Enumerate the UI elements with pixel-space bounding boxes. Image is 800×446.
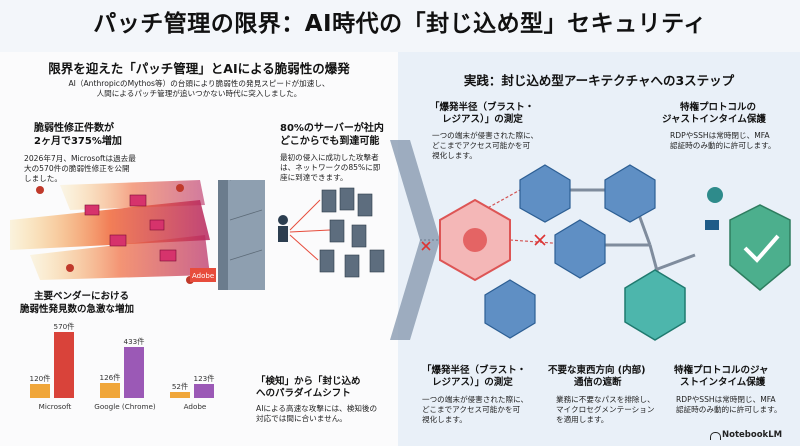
stat2-desc-2: は、ネットワークの85%に即 — [280, 163, 381, 172]
bottom3-title-1: 特権プロトコルのジャ — [674, 365, 769, 376]
bottom1-title-2: レジアス）」の測定 — [432, 377, 513, 388]
brick-wall — [218, 180, 265, 290]
step2-desc-2: 認証時のみ動的に許可します。 — [670, 141, 776, 150]
shield-check-icon — [729, 204, 791, 291]
step1-desc-2: どこまでアクセス可能かを可 — [432, 141, 531, 150]
microsegment-hex — [624, 269, 686, 341]
category-label-0: Microsoft — [38, 402, 72, 411]
vendor-title-2: 脆弱性発見数の急激な増加 — [20, 304, 135, 315]
bottom3-desc-2: 認証時のみ動的に許可します。 — [676, 405, 782, 414]
page-title: パッチ管理の限界：AI時代の「封じ込め型」セキュリティ — [93, 11, 707, 37]
stat2-title-1: 80%のサーバーが社内 — [280, 123, 384, 134]
right-heading: 実践：封じ込め型アーキテクチャへの3ステップ — [463, 73, 735, 88]
step2-title-1: 特権プロトコルの — [680, 102, 757, 113]
blocked-paths — [474, 189, 581, 246]
paradigm-title-2: へのパラダイムシフト — [256, 388, 351, 399]
step1-title-2: レジアス）」の測定 — [442, 114, 523, 125]
bar-1-0 — [100, 383, 120, 398]
paradigm-title-1: 「検知」から「封じ込め — [256, 376, 361, 387]
step1-title-1: 「爆発半径（ブラスト・ — [430, 102, 535, 113]
compromised-hex — [439, 198, 511, 282]
left-heading: 限界を迎えた「パッチ管理」とAIによる脆弱性の爆発 — [48, 61, 350, 76]
adobe-icon-label: Adobe — [192, 272, 214, 280]
stat1-title-1: 脆弱性修正件数が — [34, 123, 114, 134]
bar-0-1 — [54, 331, 74, 398]
vendor-chart: 120件 570件 Microsoft 126件 433件 Google (Chrome)… — [20, 320, 230, 420]
bottom3-title-2: ストインタイム保護 — [680, 377, 766, 388]
red-access-lines — [289, 199, 331, 261]
left-intro-1: AI（AnthropicのMythos等）の台頭により脆弱性の発見スピードが加速… — [68, 79, 330, 88]
adobe-icon — [190, 268, 216, 282]
bar-value-label-1-0: 126件 — [99, 373, 121, 383]
bottom2-desc-3: を適用します。 — [556, 415, 609, 424]
step1-desc-1: 一つの端末が侵害された際に、 — [432, 131, 539, 140]
server-racks — [319, 187, 385, 278]
bug-icon — [463, 228, 487, 252]
bottom2-title-1: 不要な東西方向 (内部) — [548, 365, 646, 376]
bar-value-label-0-1: 570件 — [53, 321, 75, 331]
bar-value-label-2-1: 123件 — [193, 373, 215, 383]
bottom1-desc-1: 一つの端末が侵害された際に、 — [422, 395, 529, 404]
step2-desc-1: RDPやSSHは常時閉じ、MFA — [670, 131, 770, 140]
attack-streaks — [10, 180, 210, 280]
stat2-desc-3: 座に到達できます。 — [280, 173, 348, 182]
bar-0-0 — [30, 384, 50, 398]
stat1-desc-3: しました。 — [24, 174, 62, 183]
paradigm-desc-2: 対応では間に合いません。 — [256, 414, 347, 423]
bottom2-title-2: 通信の遮断 — [574, 377, 622, 388]
bar-2-1 — [194, 383, 214, 398]
paradigm-desc-1: AIによる高速な攻撃には、検知後の — [256, 404, 378, 413]
stat1-desc-2: 大の570件の脆弱性修正を公開 — [24, 164, 130, 173]
bottom3-desc-1: RDPやSSHは常時閉じ、MFA — [676, 395, 776, 404]
bottom1-desc-2: どこまでアクセス可能かを可 — [422, 405, 521, 414]
attacker-figure — [278, 215, 288, 242]
bottom2-desc-2: マイクロセグメンテーション — [556, 405, 655, 414]
notebooklm-logo-icon — [710, 432, 721, 440]
mail-icons — [84, 194, 177, 262]
bar-1-1 — [124, 347, 144, 398]
stat1-title-2: 2ヶ月で375%増加 — [34, 136, 122, 147]
attack-illustration: Adobe — [10, 180, 385, 290]
step2-title-2: ジャストインタイム保護 — [662, 114, 766, 125]
brand-label: NotebookLM — [722, 430, 783, 440]
bar-2-0 — [170, 391, 190, 398]
bottom2-desc-1: 業務に不要なパスを排除し、 — [556, 395, 655, 404]
network-diagram — [421, 164, 791, 341]
segment-hexes — [484, 164, 656, 339]
bar-value-label-2-0: 52件 — [171, 381, 189, 391]
category-label-2: Adobe — [183, 402, 207, 411]
bar-value-label-1-1: 433件 — [123, 337, 145, 347]
stat1-desc-1: 2026年7月、Microsoftは過去最 — [24, 154, 136, 163]
jit-lock-icons — [705, 187, 723, 230]
bar-value-label-0-0: 120件 — [29, 374, 51, 383]
bottom1-title-1: 「爆発半径（ブラスト・ — [422, 365, 527, 376]
transition-arrow — [390, 140, 440, 340]
left-intro-2: 人間によるパッチ管理が追いつかない時代に突入しました。 — [96, 89, 302, 98]
vendor-title-1: 主要ベンダーにおける — [34, 291, 130, 302]
stat2-title-2: どこからでも到達可能 — [280, 136, 380, 147]
blocked-x-marks — [421, 234, 546, 251]
stat2-desc-1: 最初の侵入に成功した攻撃者 — [280, 153, 379, 162]
category-label-1: Google (Chrome) — [94, 402, 156, 411]
step1-desc-3: 視化します。 — [432, 151, 477, 160]
bottom1-desc-3: 視化します。 — [422, 415, 467, 424]
